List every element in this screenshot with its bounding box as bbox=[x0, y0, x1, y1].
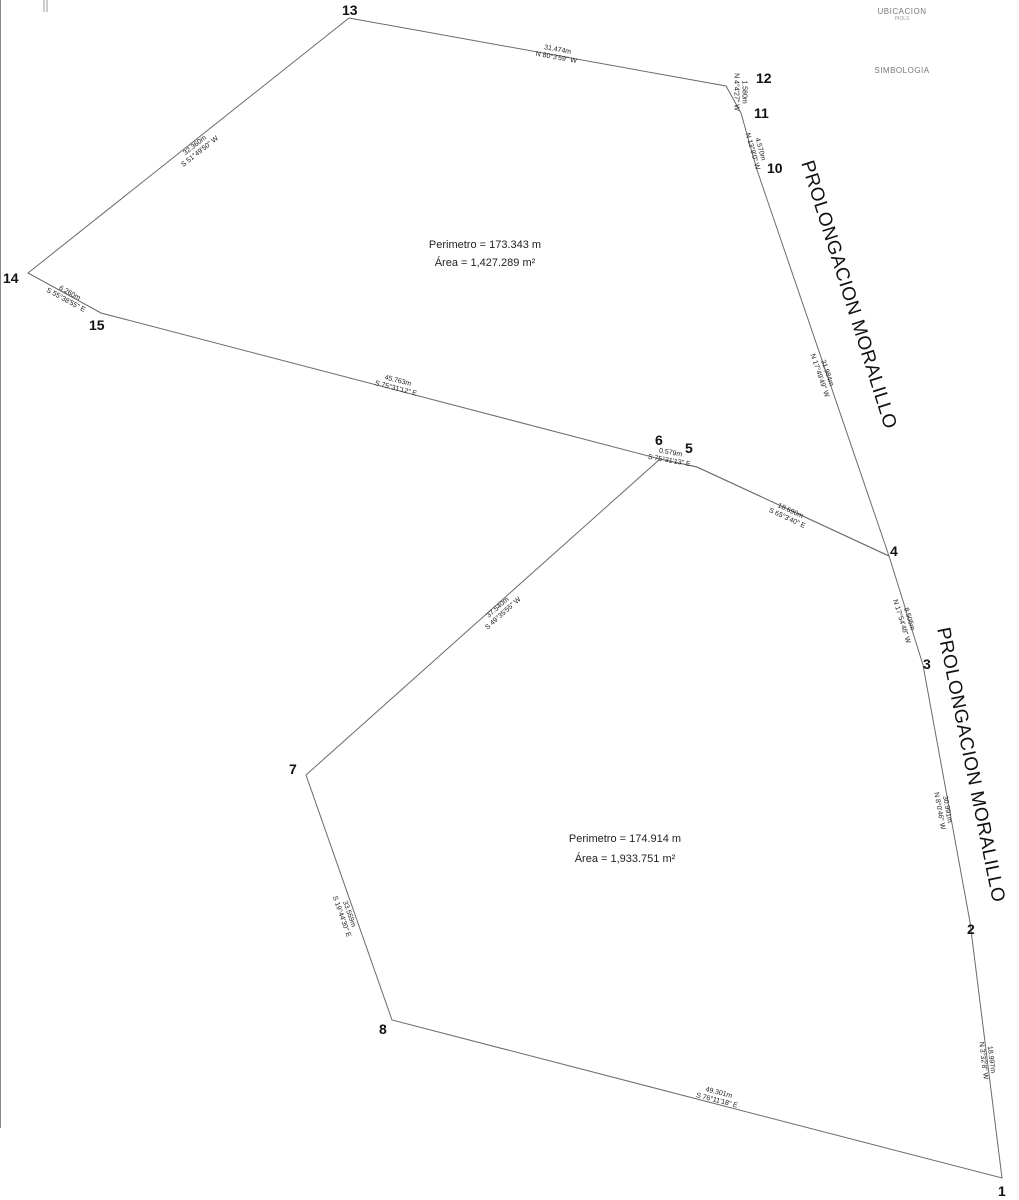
segment-label-2-1: 18.997m N 3°32'8" W bbox=[977, 1041, 996, 1080]
vertex-label-3: 3 bbox=[923, 656, 931, 672]
street-name-lower: PROLONGACION MORALILLO bbox=[932, 626, 1008, 905]
segment-label-14-13: 32.360m S 51°49'50" W bbox=[180, 134, 221, 169]
lot-2-boundary bbox=[305, 458, 1003, 1179]
vertex-label-13: 13 bbox=[342, 2, 358, 18]
vertex-label-15: 15 bbox=[89, 317, 105, 333]
segment-label-5-4: 18.690m S 65°3'40" E bbox=[768, 502, 807, 530]
vertex-label-4: 4 bbox=[890, 543, 898, 559]
segment-label-8-1: 49.301m S 76°11'18" E bbox=[695, 1086, 739, 1109]
simbologia-label: SIMBOLOGIA bbox=[874, 66, 929, 75]
lot-1-boundary bbox=[27, 17, 890, 557]
segment-length: 1.580m bbox=[741, 80, 748, 104]
segment-length: 31.474m bbox=[544, 44, 572, 56]
vertex-label-8: 8 bbox=[379, 1021, 387, 1037]
vertex-label-5: 5 bbox=[685, 440, 693, 456]
vertex-label-2: 2 bbox=[967, 921, 975, 937]
segment-label-3-2: 30.991m N 8°0'46" W bbox=[932, 792, 953, 831]
vertex-label-12: 12 bbox=[756, 70, 772, 86]
segment-label-10-4: 31.984m N 17°49'49" W bbox=[809, 353, 835, 399]
segment-label-14-15: 6.260m S 55°38'55" E bbox=[45, 285, 87, 314]
segment-label-6-7: 37.540m S 49°35'55" W bbox=[483, 595, 522, 631]
lot-1-perimeter: Perimetro = 173.343 m bbox=[429, 239, 541, 251]
segment-length: 18.997m bbox=[986, 1046, 996, 1074]
lot-2-perimeter: Perimetro = 174.914 m bbox=[569, 833, 681, 845]
lot-2-area: Área = 1,933.751 m² bbox=[575, 852, 676, 865]
street-name-upper: PROLONGACION MORALILLO bbox=[796, 158, 900, 432]
vertex-label-14: 14 bbox=[3, 270, 19, 286]
vertex-label-10: 10 bbox=[767, 160, 783, 176]
vertex-label-7: 7 bbox=[289, 761, 297, 777]
segment-label-15-6: 45.763m S 75°31'12" E bbox=[374, 374, 418, 397]
segment-length: 0.579m bbox=[658, 448, 682, 459]
segment-label-13-12: 31.474m N 80°3'59" W bbox=[535, 44, 578, 65]
vertex-label-1: 1 bbox=[998, 1183, 1006, 1199]
vertex-label-6: 6 bbox=[655, 432, 663, 448]
segment-length: 30.991m bbox=[941, 795, 953, 823]
vertex-label-11: 11 bbox=[754, 105, 769, 121]
ubicacion-sublabel: PIOLS bbox=[895, 16, 910, 22]
north-mark-icon bbox=[43, 0, 48, 12]
segment-label-11-10: 4.570m N 13°9'0" W bbox=[744, 132, 767, 171]
segment-label-12-11: 1.580m N 4°4'27" W bbox=[733, 73, 748, 111]
ubicacion-label: UBICACION bbox=[878, 7, 927, 16]
segment-bearing: N 4°4'27" W bbox=[733, 73, 741, 111]
lot-1-area: Área = 1,427.289 m² bbox=[435, 256, 536, 269]
